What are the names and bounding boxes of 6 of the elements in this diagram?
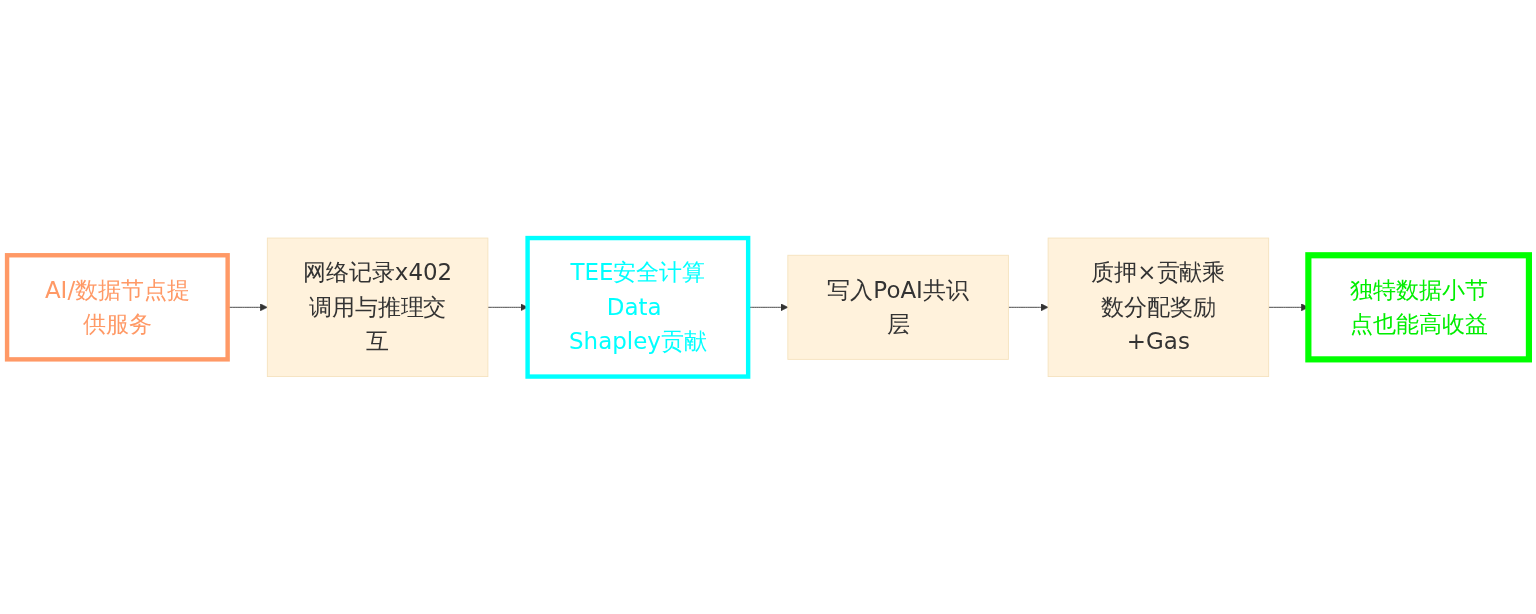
node-box: 质押×贡献乘数分配奖励+Gas <box>1047 237 1270 377</box>
node-box: 独特数据小节点也能高收益 <box>1305 251 1532 363</box>
node-box: TEE安全计算Data Shapley贡献 <box>525 235 751 379</box>
node-box: 网络记录x402调用与推理交互 <box>266 237 489 377</box>
node-box: 写入PoAI共识层 <box>787 254 1009 360</box>
node-box: AI/数据节点提供服务 <box>4 252 230 362</box>
